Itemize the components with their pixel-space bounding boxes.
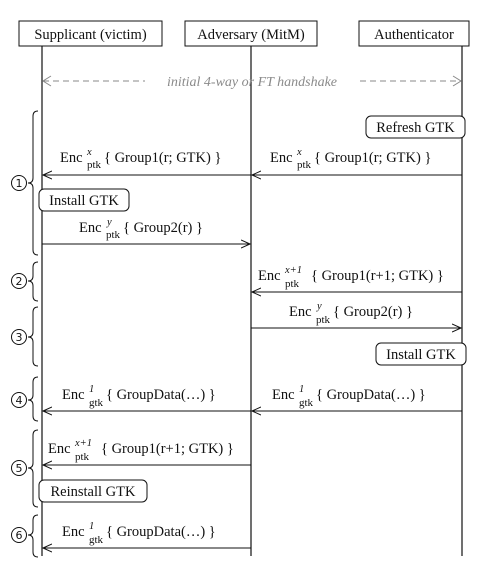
message-1b-label: Enc x ptk { Group1(r; GTK) }: [270, 147, 431, 171]
handshake-note: initial 4-way or FT handshake: [167, 75, 337, 90]
svg-text:Enc: Enc: [272, 387, 295, 403]
phase-5-marker: 5: [11, 460, 27, 476]
message-6-label: Enc 1 gtk { GroupData(…) }: [62, 521, 216, 546]
enc-superscript: y: [106, 217, 112, 228]
phase-4-marker: 4: [11, 392, 27, 408]
message-body: { Group1(r; GTK) }: [104, 150, 221, 166]
enc-subscript: ptk: [316, 314, 331, 326]
svg-text:Enc: Enc: [60, 150, 83, 166]
enc-superscript: 1: [89, 384, 94, 395]
enc-text: Enc: [258, 268, 281, 284]
enc-subscript: ptk: [87, 159, 102, 171]
adversary-label: Adversary (MitM): [197, 27, 305, 43]
authenticator-label: Authenticator: [374, 27, 454, 43]
enc-text: Enc: [289, 304, 312, 320]
message-1a-label: Enc x ptk { Group1(r; GTK) }: [60, 147, 221, 171]
message-4b-label: Enc 1 gtk { GroupData(…) }: [272, 384, 426, 409]
supplicant-header: Supplicant (victim): [18, 20, 163, 47]
enc-superscript: x+1: [284, 265, 302, 276]
enc-superscript: 1: [299, 384, 304, 395]
message-body: { Group2(r) }: [123, 220, 203, 236]
adversary-header: Adversary (MitM): [184, 20, 318, 47]
message-body: { Group1(r+1; GTK) }: [101, 441, 234, 457]
phase-1-brace: [27, 110, 39, 256]
supplicant-label: Supplicant (victim): [34, 27, 147, 43]
message-body: { Group2(r) }: [333, 304, 413, 320]
phase-2-number: 2: [16, 275, 23, 288]
phase-1-number: 1: [16, 177, 23, 190]
enc-subscript: ptk: [297, 159, 312, 171]
message-body: { Group1(r; GTK) }: [314, 150, 431, 166]
phase-2-brace: [27, 261, 39, 302]
handshake-arrow: initial 4-way or FT handshake: [42, 75, 462, 90]
message-5-label: Enc x+1 ptk { Group1(r+1; GTK) }: [48, 438, 234, 463]
svg-text:Enc: Enc: [258, 268, 281, 284]
enc-superscript: x+1: [74, 438, 92, 449]
message-body: { Group1(r+1; GTK) }: [311, 268, 444, 284]
svg-text:Enc: Enc: [62, 524, 85, 540]
svg-text:Enc: Enc: [270, 150, 293, 166]
install-gtk-supplicant-label: Install GTK: [49, 193, 119, 209]
phase-2-marker: 2: [11, 273, 27, 289]
phase-3-number: 3: [16, 331, 23, 344]
enc-subscript: gtk: [89, 534, 104, 546]
message-1c-label: Enc y ptk { Group2(r) }: [79, 217, 203, 241]
enc-superscript: 1: [89, 521, 94, 532]
message-2-label: Enc x+1 ptk { Group1(r+1; GTK) }: [258, 265, 444, 290]
svg-text:Enc: Enc: [289, 304, 312, 320]
svg-text:Enc: Enc: [62, 387, 85, 403]
enc-superscript: x: [296, 147, 302, 158]
phase-3-marker: 3: [11, 329, 27, 345]
install-gtk-authenticator-box: Install GTK: [375, 342, 467, 366]
message-body: { GroupData(…) }: [316, 387, 426, 403]
svg-text:Enc: Enc: [79, 220, 102, 236]
refresh-gtk-box: Refresh GTK: [365, 115, 466, 139]
reinstall-gtk-label: Reinstall GTK: [51, 484, 137, 500]
enc-text: Enc: [60, 150, 83, 166]
message-body: { GroupData(…) }: [106, 387, 216, 403]
message-4a-label: Enc 1 gtk { GroupData(…) }: [62, 384, 216, 409]
enc-text: Enc: [272, 387, 295, 403]
phase-6-number: 6: [16, 529, 23, 542]
enc-text: Enc: [62, 524, 85, 540]
enc-text: Enc: [79, 220, 102, 236]
enc-text: Enc: [270, 150, 293, 166]
enc-text: Enc: [48, 441, 71, 457]
phase-1-marker: 1: [11, 175, 27, 191]
svg-text:Enc: Enc: [48, 441, 71, 457]
message-3-label: Enc y ptk { Group2(r) }: [289, 301, 413, 326]
refresh-gtk-label: Refresh GTK: [376, 120, 455, 136]
enc-subscript: ptk: [106, 229, 121, 241]
phase-6-marker: 6: [11, 527, 27, 543]
message-body: { GroupData(…) }: [106, 524, 216, 540]
phase-4-number: 4: [16, 394, 23, 407]
enc-subscript: gtk: [299, 397, 314, 409]
phase-3-brace: [27, 306, 39, 367]
install-gtk-authenticator-label: Install GTK: [386, 347, 456, 363]
reinstall-gtk-box: Reinstall GTK: [38, 479, 148, 503]
enc-subscript: ptk: [75, 451, 90, 463]
enc-superscript: y: [316, 301, 322, 312]
phase-4-brace: [27, 376, 39, 422]
phase-5-number: 5: [16, 462, 23, 475]
phase-5-brace: [27, 429, 39, 508]
enc-subscript: gtk: [89, 397, 104, 409]
enc-superscript: x: [86, 147, 92, 158]
install-gtk-supplicant-box: Install GTK: [38, 188, 130, 212]
phase-6-brace: [27, 514, 39, 558]
enc-subscript: ptk: [285, 278, 300, 290]
authenticator-header: Authenticator: [358, 20, 470, 47]
enc-text: Enc: [62, 387, 85, 403]
